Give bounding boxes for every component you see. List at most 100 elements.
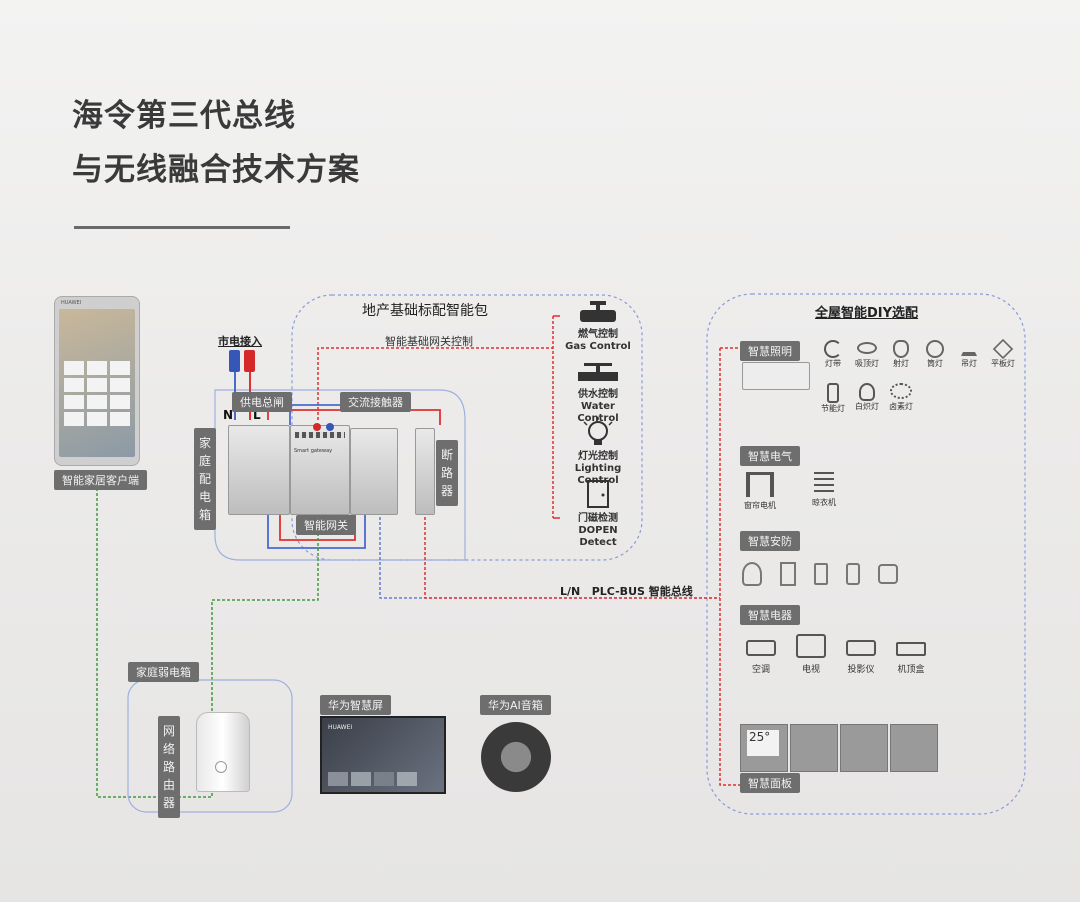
door-lock-icon	[846, 563, 860, 585]
air-conditioner-icon	[746, 640, 776, 656]
diy-bus-line	[719, 348, 740, 786]
gas-valve-icon	[580, 301, 616, 322]
appliance-item-2: 投影仪	[847, 665, 875, 675]
light-bulb-icon	[583, 417, 613, 445]
smoke-detector-icon	[878, 564, 898, 584]
gas-control-en: Gas Control	[565, 341, 631, 352]
phone-label: 智能家居客户端	[54, 470, 147, 490]
water-tap-icon	[578, 363, 618, 381]
diy-title: 全屋智能DIY选配	[815, 306, 919, 321]
lighting-item-5: 平板灯	[991, 359, 1015, 368]
power-red-plug	[244, 350, 255, 372]
lighting-items: 灯带 吸顶灯 射灯 筒灯 吊灯 平板灯 节能灯 白炽灯 卤素灯	[816, 338, 1021, 414]
power-bus-tag: 供电总闸	[232, 392, 292, 412]
panel-boundary	[214, 389, 466, 561]
appliance-items: 空调 电视 投影仪 机顶盒	[740, 634, 932, 675]
appliance-item-3: 机顶盒	[897, 665, 925, 675]
water-control: 供水控制 Water Control	[560, 357, 636, 424]
lighting-item-3: 筒灯	[927, 359, 943, 368]
appliance-item-1: 电视	[801, 665, 820, 675]
breaker-device	[415, 428, 435, 515]
gateway-network-line	[211, 530, 319, 700]
panel-temp: 25°	[747, 730, 779, 756]
door-detect-en: DOPEN Detect	[578, 525, 618, 548]
lighting-item-8: 卤素灯	[889, 402, 913, 411]
router-box-border	[127, 679, 293, 813]
smart-gateway-tag: 智能网关	[296, 515, 356, 535]
socket-panel	[890, 724, 938, 772]
gateway-control-label: 智能基础网关控制	[385, 335, 473, 348]
set-top-box-icon	[896, 642, 926, 656]
appliance-tag: 智慧电器	[740, 605, 800, 625]
door-detect-zh: 门磁检测	[578, 513, 618, 524]
title-line-1: 海令第三代总线	[72, 98, 296, 134]
lighting-item-0: 灯带	[825, 359, 841, 368]
smart-gateway-device: Smart gateway	[290, 425, 350, 515]
router-device	[196, 712, 250, 792]
router-box-label: 家庭弱电箱	[128, 662, 199, 682]
huawei-screen-device: HUAWEI	[320, 716, 446, 794]
curtain-motor-icon	[746, 472, 774, 497]
ceiling-light-icon	[857, 342, 877, 354]
speaker-label: 华为AI音箱	[480, 695, 551, 715]
security-tag: 智慧安防	[740, 531, 800, 551]
controls-column: 燃气控制 Gas Control 供水控制 Water Control 灯光控制…	[560, 297, 636, 548]
base-package-title: 地产基础标配智能包	[362, 303, 488, 319]
plc-bus-red	[424, 512, 720, 599]
energy-saving-lamp-icon	[827, 383, 839, 403]
title-line-2: 与无线融合技术方案	[72, 152, 360, 188]
spot-light-icon	[893, 340, 909, 358]
power-in-label: 市电接入	[218, 335, 262, 348]
projector-icon	[846, 640, 876, 656]
water-control-zh: 供水控制	[578, 389, 618, 400]
gas-control: 燃气控制 Gas Control	[560, 297, 636, 357]
appliance-item-0: 空调	[751, 665, 770, 675]
ai-speaker-device	[481, 722, 551, 792]
lighting-item-6: 节能灯	[821, 404, 845, 413]
switch-panel-1	[790, 724, 838, 772]
panel-tag: 智慧面板	[740, 773, 800, 793]
lighting-module	[742, 362, 810, 390]
ac-contactor-tag: 交流接触器	[340, 392, 411, 412]
camera-icon	[742, 562, 762, 586]
panel-light-icon	[992, 338, 1014, 360]
phone-screen	[59, 309, 135, 457]
lighting-item-4: 吊灯	[961, 359, 977, 368]
electric-tag: 智慧电气	[740, 446, 800, 466]
smart-switch-icon	[780, 562, 796, 586]
neutral-label: N	[223, 408, 234, 422]
door-detect: 门磁检测 DOPEN Detect	[560, 479, 636, 548]
lighting-tag: 智慧照明	[740, 341, 800, 361]
pendant-light-icon	[961, 340, 977, 356]
live-label: L	[253, 408, 261, 422]
base-package-box	[291, 294, 643, 561]
gateway-text: Smart gateway	[294, 448, 333, 454]
door-sensor-icon	[587, 480, 609, 508]
terminal-red	[313, 423, 321, 431]
security-items	[742, 562, 898, 586]
gateway-control-line	[317, 347, 553, 420]
clothes-dryer-icon	[814, 472, 834, 494]
main-breaker-device	[228, 425, 290, 515]
electric-item-0: 窗帘电机	[744, 501, 776, 510]
tv-icon	[796, 634, 826, 658]
power-blue-plug	[229, 350, 240, 372]
down-light-icon	[926, 340, 944, 358]
router-power-icon	[215, 761, 227, 773]
incandescent-lamp-icon	[859, 383, 875, 401]
switch-panel-2	[840, 724, 888, 772]
lighting-item-7: 白炽灯	[855, 402, 879, 411]
electric-items: 窗帘电机 晾衣机	[740, 472, 844, 511]
lighting-control-zh: 灯光控制	[578, 451, 618, 462]
router-device-label: 网络路由器	[158, 716, 180, 818]
lighting-control: 灯光控制 Lighting Control	[560, 417, 636, 486]
terminal-blue	[326, 423, 334, 431]
electric-item-1: 晾衣机	[812, 498, 836, 507]
title-underline	[74, 226, 290, 229]
phone-brand: HUAWEI	[61, 300, 82, 306]
phone-network-line	[96, 488, 213, 798]
plc-bus-label: L/N PLC-BUS 智能总线	[560, 585, 693, 598]
gas-control-zh: 燃气控制	[578, 329, 618, 340]
strip-light-icon	[824, 340, 842, 358]
lighting-item-2: 射灯	[893, 359, 909, 368]
